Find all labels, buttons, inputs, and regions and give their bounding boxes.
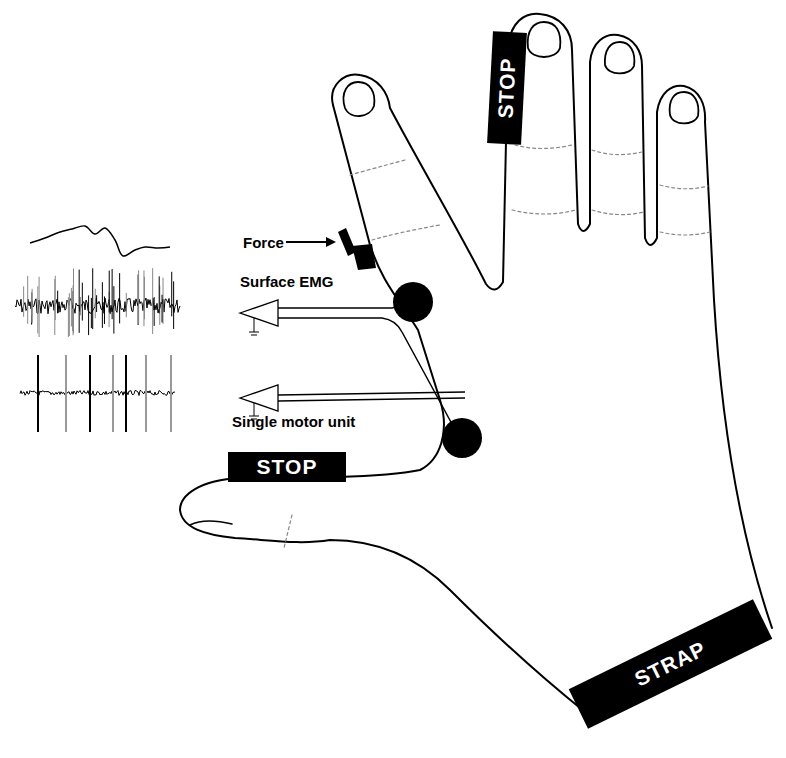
emg-spike xyxy=(143,271,144,327)
emg-spike xyxy=(144,277,145,319)
emg-spike xyxy=(173,281,174,329)
emg-spike xyxy=(69,293,70,336)
emg-trace xyxy=(24,268,174,337)
emg-spike xyxy=(162,295,163,323)
motor-unit-spike xyxy=(65,355,67,432)
motor-unit-spike xyxy=(89,355,91,432)
surface-electrode xyxy=(442,418,482,458)
motor-unit-spike xyxy=(170,355,172,432)
emg-spike xyxy=(68,297,69,337)
emg-spike xyxy=(39,277,40,337)
fingernail xyxy=(528,22,561,57)
motor-unit-trace xyxy=(38,355,171,432)
emg-spike xyxy=(82,283,83,321)
fingernail xyxy=(343,82,374,116)
emg-spike xyxy=(91,298,92,328)
emg-spike xyxy=(119,273,120,323)
annotation-label: Surface EMG xyxy=(240,273,333,290)
stop-label: STOP xyxy=(487,31,527,145)
node-text: STOP xyxy=(493,57,520,119)
emg-spike xyxy=(27,276,28,324)
node-text: STOP xyxy=(257,455,318,479)
emg-spike xyxy=(171,272,172,317)
annotation-label: Single motor unit xyxy=(232,413,355,430)
node-text: STRAP xyxy=(631,637,710,692)
emg-spike xyxy=(79,270,80,333)
emg-spike xyxy=(104,296,105,324)
emg-spike xyxy=(54,279,55,335)
emg-spike xyxy=(126,293,127,317)
electrode-wires xyxy=(240,300,465,424)
strap-band: STRAP xyxy=(568,599,772,728)
hand-outline xyxy=(180,105,585,712)
thumbnail xyxy=(190,521,232,525)
force-trace xyxy=(30,226,170,256)
annotation-label: Force xyxy=(243,234,284,251)
motor-unit-spike xyxy=(145,355,147,432)
hand-outline xyxy=(332,14,772,628)
emg-spike xyxy=(112,269,113,319)
emg-trace xyxy=(15,298,180,314)
surface-electrode xyxy=(393,282,433,322)
emg-spike xyxy=(159,276,160,313)
emg-spike xyxy=(154,297,155,326)
emg-spike xyxy=(37,286,38,333)
emg-spike xyxy=(102,282,103,328)
motor-unit-spike xyxy=(37,355,39,432)
fingernail xyxy=(605,42,634,73)
emg-spike xyxy=(32,289,33,323)
emg-spike xyxy=(57,291,58,314)
emg-spike xyxy=(113,286,114,333)
emg-spike xyxy=(95,289,96,319)
emg-spike xyxy=(138,270,139,323)
emg-spike xyxy=(92,268,93,329)
emg-spike xyxy=(152,268,153,334)
force-transducer xyxy=(286,228,376,270)
skin-crease xyxy=(284,145,710,548)
emg-spike xyxy=(71,288,72,327)
emg-spike xyxy=(109,271,110,313)
motor-unit-spike xyxy=(125,355,127,432)
fingernail xyxy=(670,92,699,123)
emg-spike xyxy=(96,295,97,312)
emg-spike xyxy=(163,278,164,324)
motor-unit-trace xyxy=(20,391,175,396)
emg-spike xyxy=(80,297,81,315)
stop-label: STOP xyxy=(228,452,346,482)
motor-unit-spike xyxy=(112,355,114,432)
emg-spike xyxy=(23,286,24,316)
emg-spike xyxy=(88,295,89,335)
emg-spike xyxy=(73,269,74,333)
